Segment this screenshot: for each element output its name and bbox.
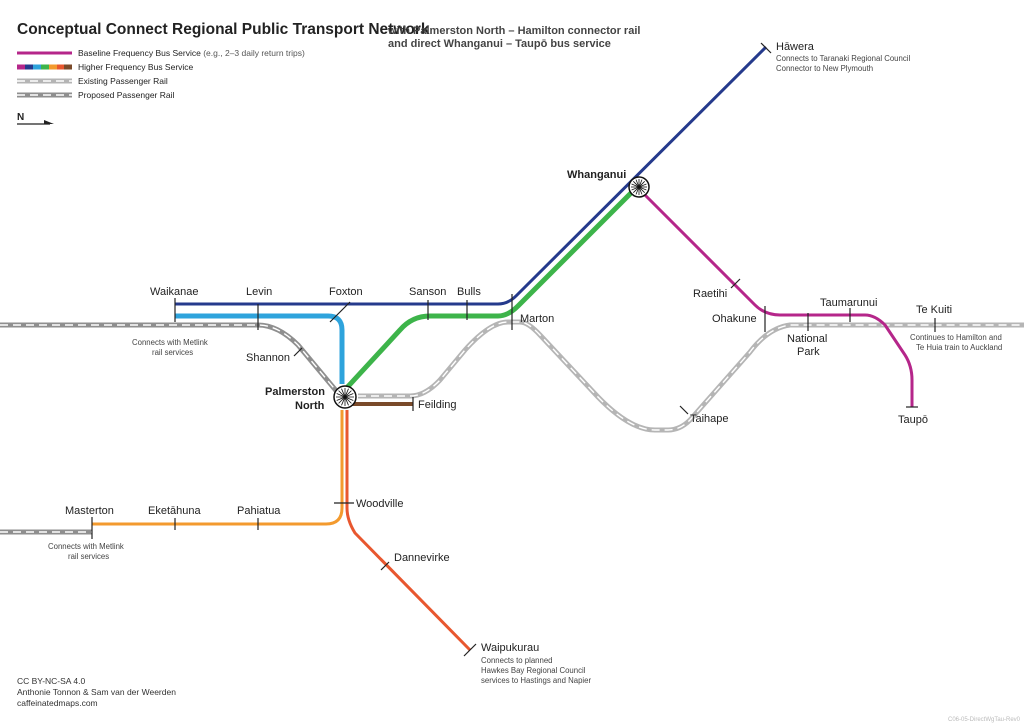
label-taumarunui[interactable]: Taumarunui xyxy=(820,297,877,309)
route-palmerston-north-whanganui[interactable] xyxy=(340,188,636,395)
label-whanganui[interactable]: Whanganui xyxy=(567,169,626,181)
tick-waipukurau xyxy=(463,643,477,657)
map-subtitle-line2: and direct Whanganui – Taupō bus service xyxy=(388,38,611,50)
label-national-park-2[interactable]: Park xyxy=(797,346,820,358)
note-hawera-1: Connects to Taranaki Regional Council xyxy=(776,54,910,63)
label-marton[interactable]: Marton xyxy=(520,313,554,325)
map-subtitle-line1: with Palmerston North – Hamilton connect… xyxy=(387,25,640,37)
credits: CC BY-NC-SA 4.0 Anthonie Tonnon & Sam va… xyxy=(17,676,1021,723)
station-labels: Hāwera Connects to Taranaki Regional Cou… xyxy=(48,41,1002,685)
label-palmerston-north-1[interactable]: Palmerston xyxy=(265,386,325,398)
label-foxton[interactable]: Foxton xyxy=(329,286,363,298)
note-tekuiti-2: Te Huia train to Auckland xyxy=(916,343,1002,352)
label-taupo[interactable]: Taupō xyxy=(898,414,928,426)
note-tekuiti-1: Continues to Hamilton and xyxy=(910,333,1002,342)
route-palmerston-north-masterton[interactable] xyxy=(92,410,344,526)
label-pahiatua[interactable]: Pahiatua xyxy=(237,505,281,517)
north-label: N xyxy=(17,112,24,123)
credit-site[interactable]: caffeinatedmaps.com xyxy=(17,698,98,708)
note-masterton-1: Connects with Metlink xyxy=(48,542,124,551)
label-hawera[interactable]: Hāwera xyxy=(776,41,815,53)
tick-taihape xyxy=(679,405,689,415)
map-title: Conceptual Connect Regional Public Trans… xyxy=(17,21,430,38)
label-sanson[interactable]: Sanson xyxy=(409,286,446,298)
route-palmerston-north-waipukurau[interactable] xyxy=(345,410,472,652)
note-waipukurau-2: Hawkes Bay Regional Council xyxy=(481,666,586,675)
label-shannon[interactable]: Shannon xyxy=(246,352,290,364)
label-ohakune[interactable]: Ohakune xyxy=(712,313,757,325)
note-waipukurau-1: Connects to planned xyxy=(481,656,553,665)
tick-hawera xyxy=(760,42,772,54)
legend-higher-label: Higher Frequency Bus Service xyxy=(78,62,194,72)
hub-whanganui[interactable] xyxy=(628,176,650,198)
label-waipukurau[interactable]: Waipukurau xyxy=(481,642,539,654)
bus-lines xyxy=(92,45,914,652)
label-waikanae[interactable]: Waikanae xyxy=(150,286,199,298)
label-bulls[interactable]: Bulls xyxy=(457,286,481,298)
label-eketahuna[interactable]: Eketāhuna xyxy=(148,505,201,517)
note-waikanae-1: Connects with Metlink xyxy=(132,338,208,347)
hub-palmerston-north[interactable] xyxy=(333,385,357,409)
label-levin[interactable]: Levin xyxy=(246,286,272,298)
label-national-park-1[interactable]: National xyxy=(787,333,827,345)
legend-proposed-rail-label: Proposed Passenger Rail xyxy=(78,90,175,100)
note-waipukurau-3: services to Hastings and Napier xyxy=(481,676,591,685)
route-waikanae-hawera[interactable] xyxy=(175,45,768,306)
tick-raetihi xyxy=(730,278,741,289)
credit-authors: Anthonie Tonnon & Sam van der Weerden xyxy=(17,687,176,697)
label-masterton[interactable]: Masterton xyxy=(65,505,114,517)
existing-rail-pn-tekuiti xyxy=(358,319,1024,433)
note-hawera-2: Connector to New Plymouth xyxy=(776,64,873,73)
label-feilding[interactable]: Feilding xyxy=(418,399,457,411)
label-raetihi[interactable]: Raetihi xyxy=(693,288,727,300)
route-waikanae-palmerston-north[interactable] xyxy=(175,313,345,384)
note-masterton-2: rail services xyxy=(68,552,109,561)
tick-shannon xyxy=(293,347,303,357)
legend-existing-rail-label: Existing Passenger Rail xyxy=(78,76,168,86)
station-ticks xyxy=(91,42,936,657)
note-waikanae-2: rail services xyxy=(152,348,193,357)
label-woodville[interactable]: Woodville xyxy=(356,498,404,510)
version-code: C06-05-DirectWgTau-Rev0 xyxy=(948,717,1021,723)
north-arrow-icon xyxy=(17,120,54,125)
label-palmerston-north-2[interactable]: North xyxy=(295,400,325,412)
tick-foxton xyxy=(329,301,351,323)
label-te-kuiti[interactable]: Te Kuiti xyxy=(916,304,952,316)
legend-baseline-label: Baseline Frequency Bus Service (e.g., 2–… xyxy=(78,48,305,58)
legend: Baseline Frequency Bus Service (e.g., 2–… xyxy=(17,48,305,125)
tick-dannevirke xyxy=(380,561,390,571)
label-taihape[interactable]: Taihape xyxy=(690,413,729,425)
credit-license: CC BY-NC-SA 4.0 xyxy=(17,676,85,686)
label-dannevirke[interactable]: Dannevirke xyxy=(394,552,450,564)
